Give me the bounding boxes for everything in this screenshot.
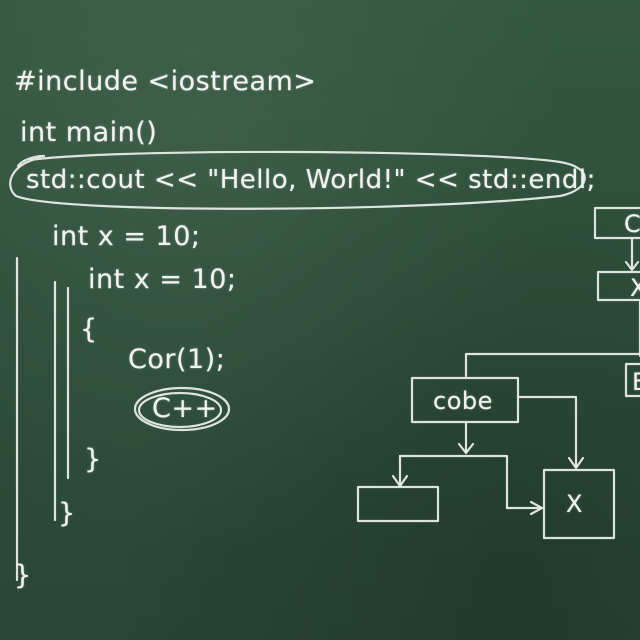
- code-line-cpp-circled: C++: [152, 393, 218, 424]
- diagram-box-top: [593, 206, 640, 240]
- diagram-label-second: X: [630, 274, 640, 302]
- cout-highlight-ellipse: [9, 150, 586, 210]
- code-line-int-x-outer: int x = 10;: [52, 221, 201, 252]
- diagram-label-x: X: [566, 490, 583, 518]
- cpp-highlight-ellipse: [133, 386, 231, 432]
- code-line-close-brace-middle: }: [58, 498, 76, 529]
- code-line-cor-call: Cor(1);: [128, 344, 226, 375]
- code-line-main: int main(): [20, 117, 158, 148]
- code-line-open-brace: {: [80, 314, 98, 345]
- code-line-close-brace-outer: }: [14, 560, 32, 591]
- code-line-include: #include <iostream>: [14, 66, 317, 97]
- code-line-cout: std::cout << "Hello, World!" << std::end…: [26, 165, 596, 195]
- diagram-label-cobe: cobe: [433, 387, 493, 415]
- code-line-close-brace-inner: }: [84, 444, 102, 475]
- diagram-box-right-edge: [624, 362, 640, 398]
- diagram-box-second: [596, 270, 640, 302]
- diagram-label-top: C: [624, 210, 640, 238]
- diagram-label-right-edge: E: [632, 370, 640, 394]
- diagram-box-empty: [356, 485, 440, 523]
- diagram-box-x: [542, 468, 616, 540]
- code-line-int-x-inner: int x = 10;: [88, 264, 237, 295]
